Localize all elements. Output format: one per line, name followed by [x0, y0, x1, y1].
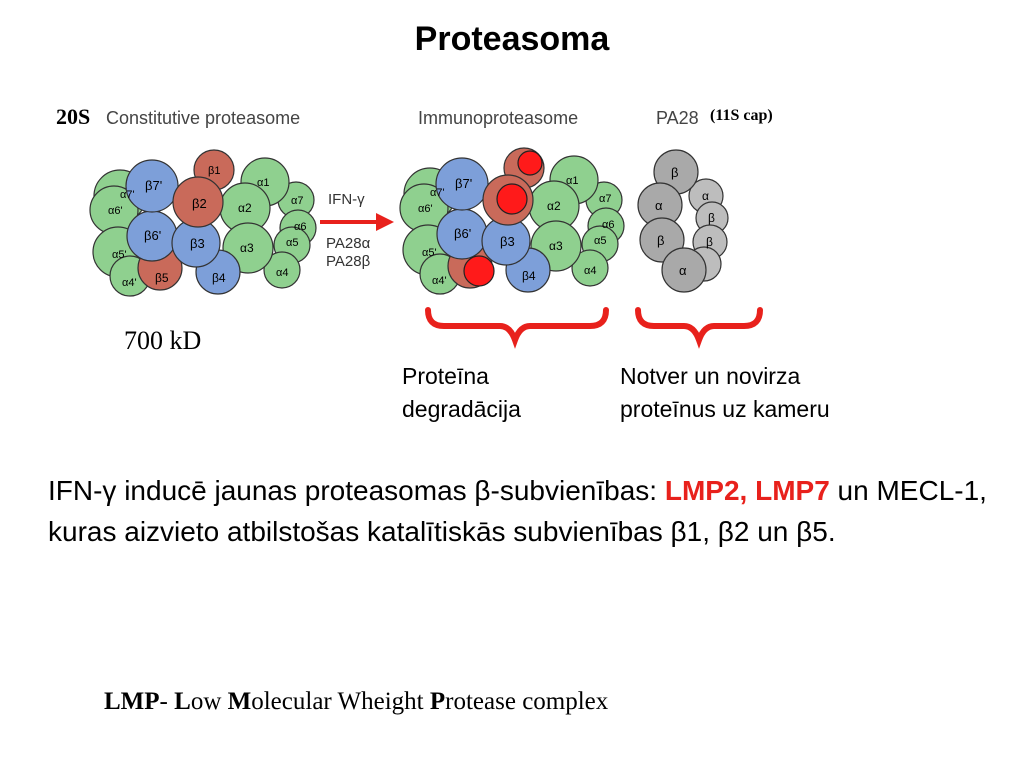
footnote-l: L: [174, 688, 191, 715]
explanation-highlight: LMP2, LMP7: [664, 475, 830, 506]
immuno-label-b7p: β7': [455, 176, 472, 191]
label-a2: α2: [238, 201, 252, 215]
constitutive-proteasome: α7' α6' α5' α4' β7' β6' β5 β4 β3 β2 β1 α…: [89, 149, 317, 297]
label-a6r: α6: [294, 221, 306, 233]
footnote-ow: ow: [190, 688, 228, 715]
label-b7p: β7': [145, 178, 162, 193]
label-b1: β1: [208, 165, 220, 177]
brace-right: [635, 307, 763, 349]
footnote-lmp: LMP: [104, 688, 160, 715]
label-a7r: α7: [291, 195, 303, 207]
cap-label: (11S cap): [710, 107, 773, 124]
subunit-b2: [172, 176, 224, 228]
pa28-label-3: β: [657, 233, 664, 248]
immuno-label-a5p: α5': [422, 247, 437, 259]
immuno-label-a7p: α7': [430, 187, 445, 199]
arrow-label-pa28a: PA28α: [326, 235, 371, 252]
label-a4p: α4': [122, 277, 137, 289]
label-b2: β2: [192, 196, 207, 211]
label-20s: 20S: [56, 104, 91, 129]
label-a7p: α7': [120, 189, 135, 201]
label-a3: α3: [240, 241, 254, 255]
pa28-label-1: β: [671, 165, 678, 180]
brace-right-line1: Notver un novirza: [620, 363, 801, 389]
explanation-part2: un MECL-1, kuras aizvieto atbilstošas ka…: [48, 475, 987, 547]
footnote-p: P: [429, 688, 446, 715]
immuno-label-a5r: α5: [594, 235, 606, 247]
label-a4r: α4: [276, 267, 288, 279]
induction-arrow: IFN-γ PA28α PA28β: [320, 191, 394, 270]
immuno-b7p: [435, 157, 489, 211]
label-a5p: α5': [112, 249, 127, 261]
molecular-mass: 700 kD: [124, 326, 202, 355]
immuno-label-a7r: α7: [599, 193, 611, 205]
footnote-olecular: olecular Wheight: [251, 688, 430, 715]
immuno-label-a1: α1: [566, 175, 578, 187]
arrow-head: [376, 213, 394, 231]
lmp2-marker: [517, 150, 543, 176]
brace-left: [425, 307, 609, 349]
immuno-label-b3: β3: [500, 234, 515, 249]
mecl1-marker: [496, 183, 528, 215]
label-a1: α1: [257, 177, 269, 189]
footnote-m: M: [227, 688, 252, 715]
label-b3: β3: [190, 236, 205, 251]
pa28-label-7: β: [706, 235, 713, 249]
immuno-label-a6p: α6': [418, 203, 433, 215]
immuno-label-a6r: α6: [602, 219, 614, 231]
immuno-label-b6p: β6': [454, 226, 471, 241]
pa28-label-2: α: [655, 198, 663, 213]
immuno-a4r: [571, 249, 609, 287]
constitutive-label: Constitutive proteasome: [106, 108, 301, 128]
footnote-rotease: rotease complex: [445, 688, 609, 715]
explanation-text: IFN-γ inducē jaunas proteasomas β-subvie…: [48, 470, 1008, 552]
immuno-label-a2: α2: [547, 199, 561, 213]
page-title: Proteasoma: [414, 20, 610, 58]
subunit-a4r: [263, 251, 301, 289]
arrow-label-pa28b: PA28β: [326, 253, 371, 270]
pa28-cap: β α β α α β β: [637, 149, 729, 293]
subunit-b7p: [125, 159, 179, 213]
pa28-label-5: α: [702, 189, 709, 203]
immuno-label-a4r: α4: [584, 265, 596, 277]
immuno-label-a4p: α4': [432, 275, 447, 287]
brace-right-caption: Notver un novirza proteīnus uz kameru: [620, 360, 830, 426]
pa28-label-6: β: [708, 211, 715, 225]
pa28-label-4: α: [679, 263, 687, 278]
label-a6p: α6': [108, 205, 123, 217]
label-b4: β4: [212, 271, 226, 285]
immuno-label-b4: β4: [522, 269, 536, 283]
label-b6p: β6': [144, 228, 161, 243]
arrow-label-ifn: IFN-γ: [328, 191, 365, 208]
immuno-label: Immunoproteasome: [418, 108, 579, 128]
immuno-label-a3: α3: [549, 239, 563, 253]
label-b5: β5: [155, 271, 169, 285]
brace-left-line1: Proteīna: [402, 363, 489, 389]
footnote: LMP- Low Molecular Wheight Protease comp…: [104, 688, 608, 716]
brace-left-caption: Proteīna degradācija: [402, 360, 521, 426]
brace-right-line2: proteīnus uz kameru: [620, 396, 830, 422]
pa28-unit-8: [661, 247, 707, 293]
immunoproteasome: α7' α6' α5' α4' β7' β6' β4 β3 α1 α2 α3 α…: [399, 147, 625, 295]
pa28-label: PA28: [656, 108, 699, 128]
brace-left-line2: degradācija: [402, 396, 521, 422]
lmp7-marker: [463, 255, 495, 287]
footnote-dash: -: [159, 688, 175, 715]
label-a5r: α5: [286, 237, 298, 249]
explanation-part1: IFN-γ inducē jaunas proteasomas β-subvie…: [48, 475, 665, 506]
